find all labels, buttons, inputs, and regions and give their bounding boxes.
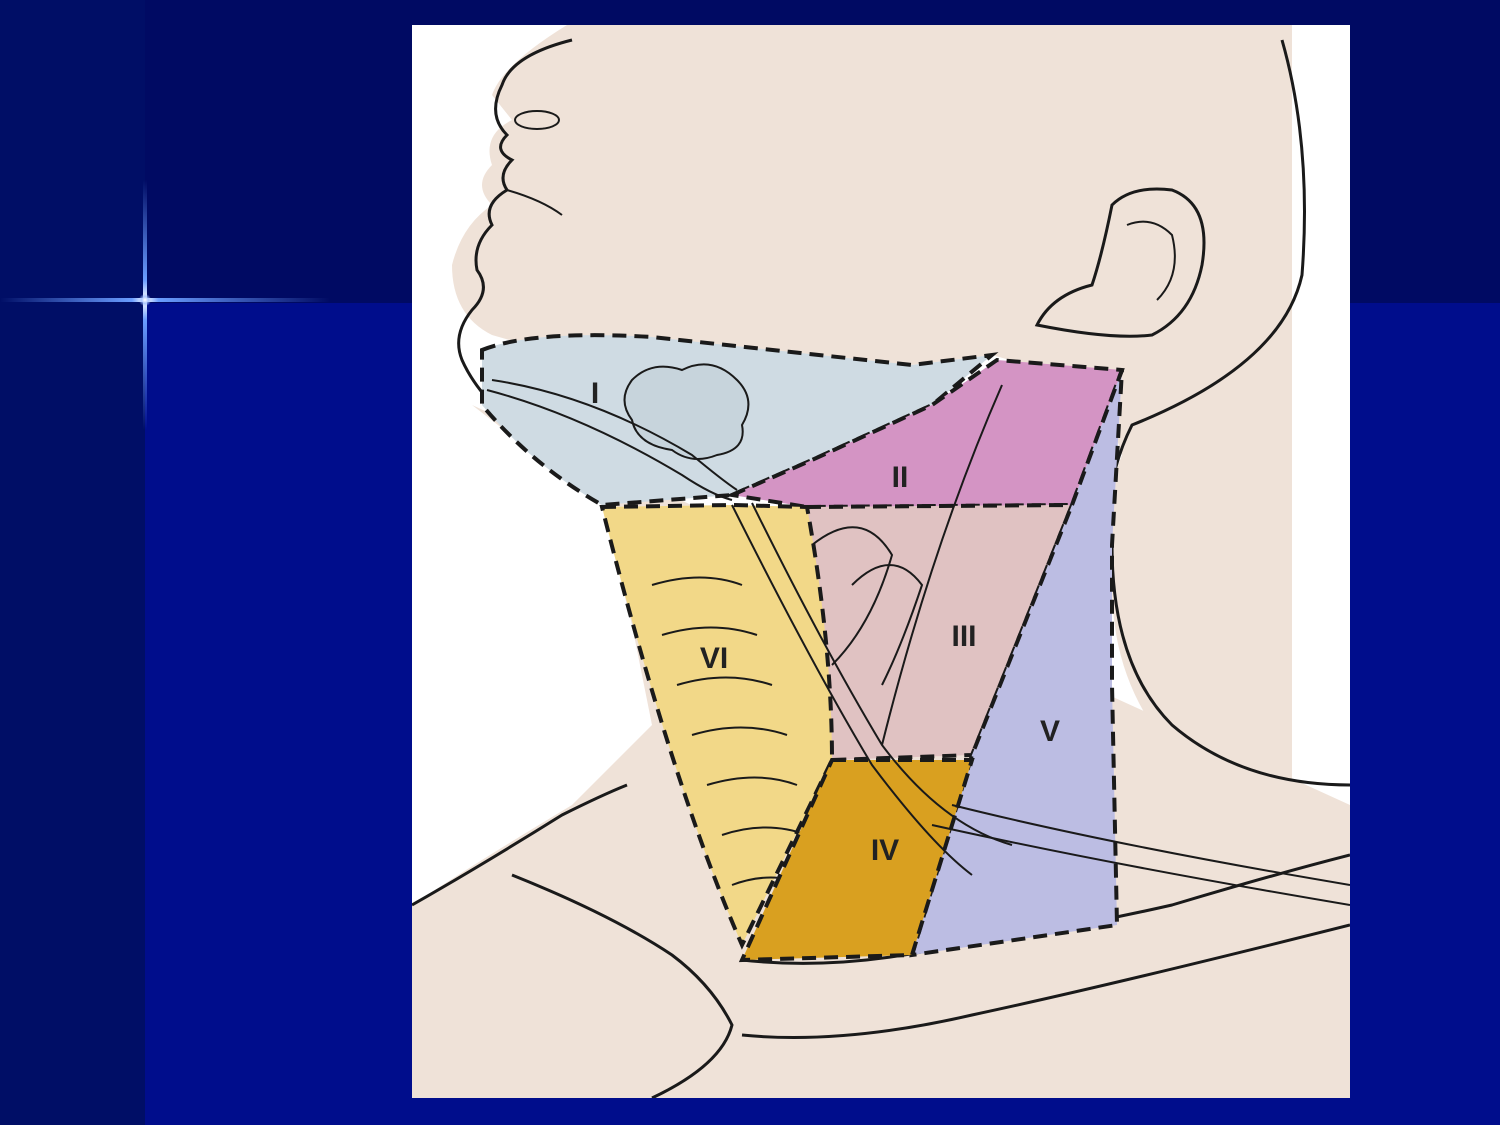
zone-IV-label: IV [871,834,899,867]
zone-III-label: III [951,620,976,653]
lips-outline [506,189,563,216]
zone-VI-region [599,502,835,950]
sparkle-horizontal-decoration [0,298,330,302]
brachial-plexus-outline [931,804,1350,906]
sparkle-star-icon [139,294,151,306]
shoulder-outline [412,783,628,907]
head-neck-silhouette [452,25,1292,805]
neck-illustration: I II III IV V VI [412,25,1350,1098]
zone-II-label: II [892,461,909,494]
zone-I-label: I [591,377,599,410]
sternocleidomastoid-muscle-outline [731,384,1013,876]
zone-IV-region [738,758,975,963]
trachea-rings-outline [651,576,808,886]
zone-II-region [724,357,1125,510]
zone-VI-label: VI [700,642,728,675]
ear-outline [1034,187,1206,338]
sternum-outline [511,873,734,1098]
ear-inner-outline [1126,220,1176,301]
neck-lymph-node-levels-figure: I II III IV V VI [412,25,1350,1098]
slide-left-band [0,0,145,1125]
jugular-vessels-outline [811,526,924,686]
digastric-muscle-outline [486,379,738,501]
nostril-outline [514,110,560,130]
zone-V-label: V [1040,715,1060,748]
